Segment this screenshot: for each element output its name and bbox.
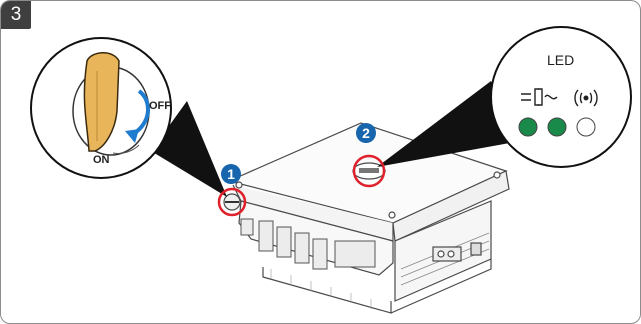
communication-led-lamp	[577, 118, 595, 136]
grid-led-lamp	[548, 118, 566, 136]
led-title: LED	[547, 52, 574, 68]
pv-led-lamp	[519, 118, 537, 136]
marker-2-number: 2	[362, 125, 370, 141]
marker-1: 1	[221, 164, 241, 184]
led-indicator-callout: LED	[491, 27, 631, 167]
inverter-device	[224, 123, 509, 313]
marker-1-number: 1	[227, 166, 235, 182]
switch-off-label: OFF	[149, 100, 171, 112]
marker-2: 2	[356, 123, 376, 143]
dc-switch-callout: OFF ON	[31, 38, 171, 178]
switch-on-label: ON	[93, 154, 110, 166]
